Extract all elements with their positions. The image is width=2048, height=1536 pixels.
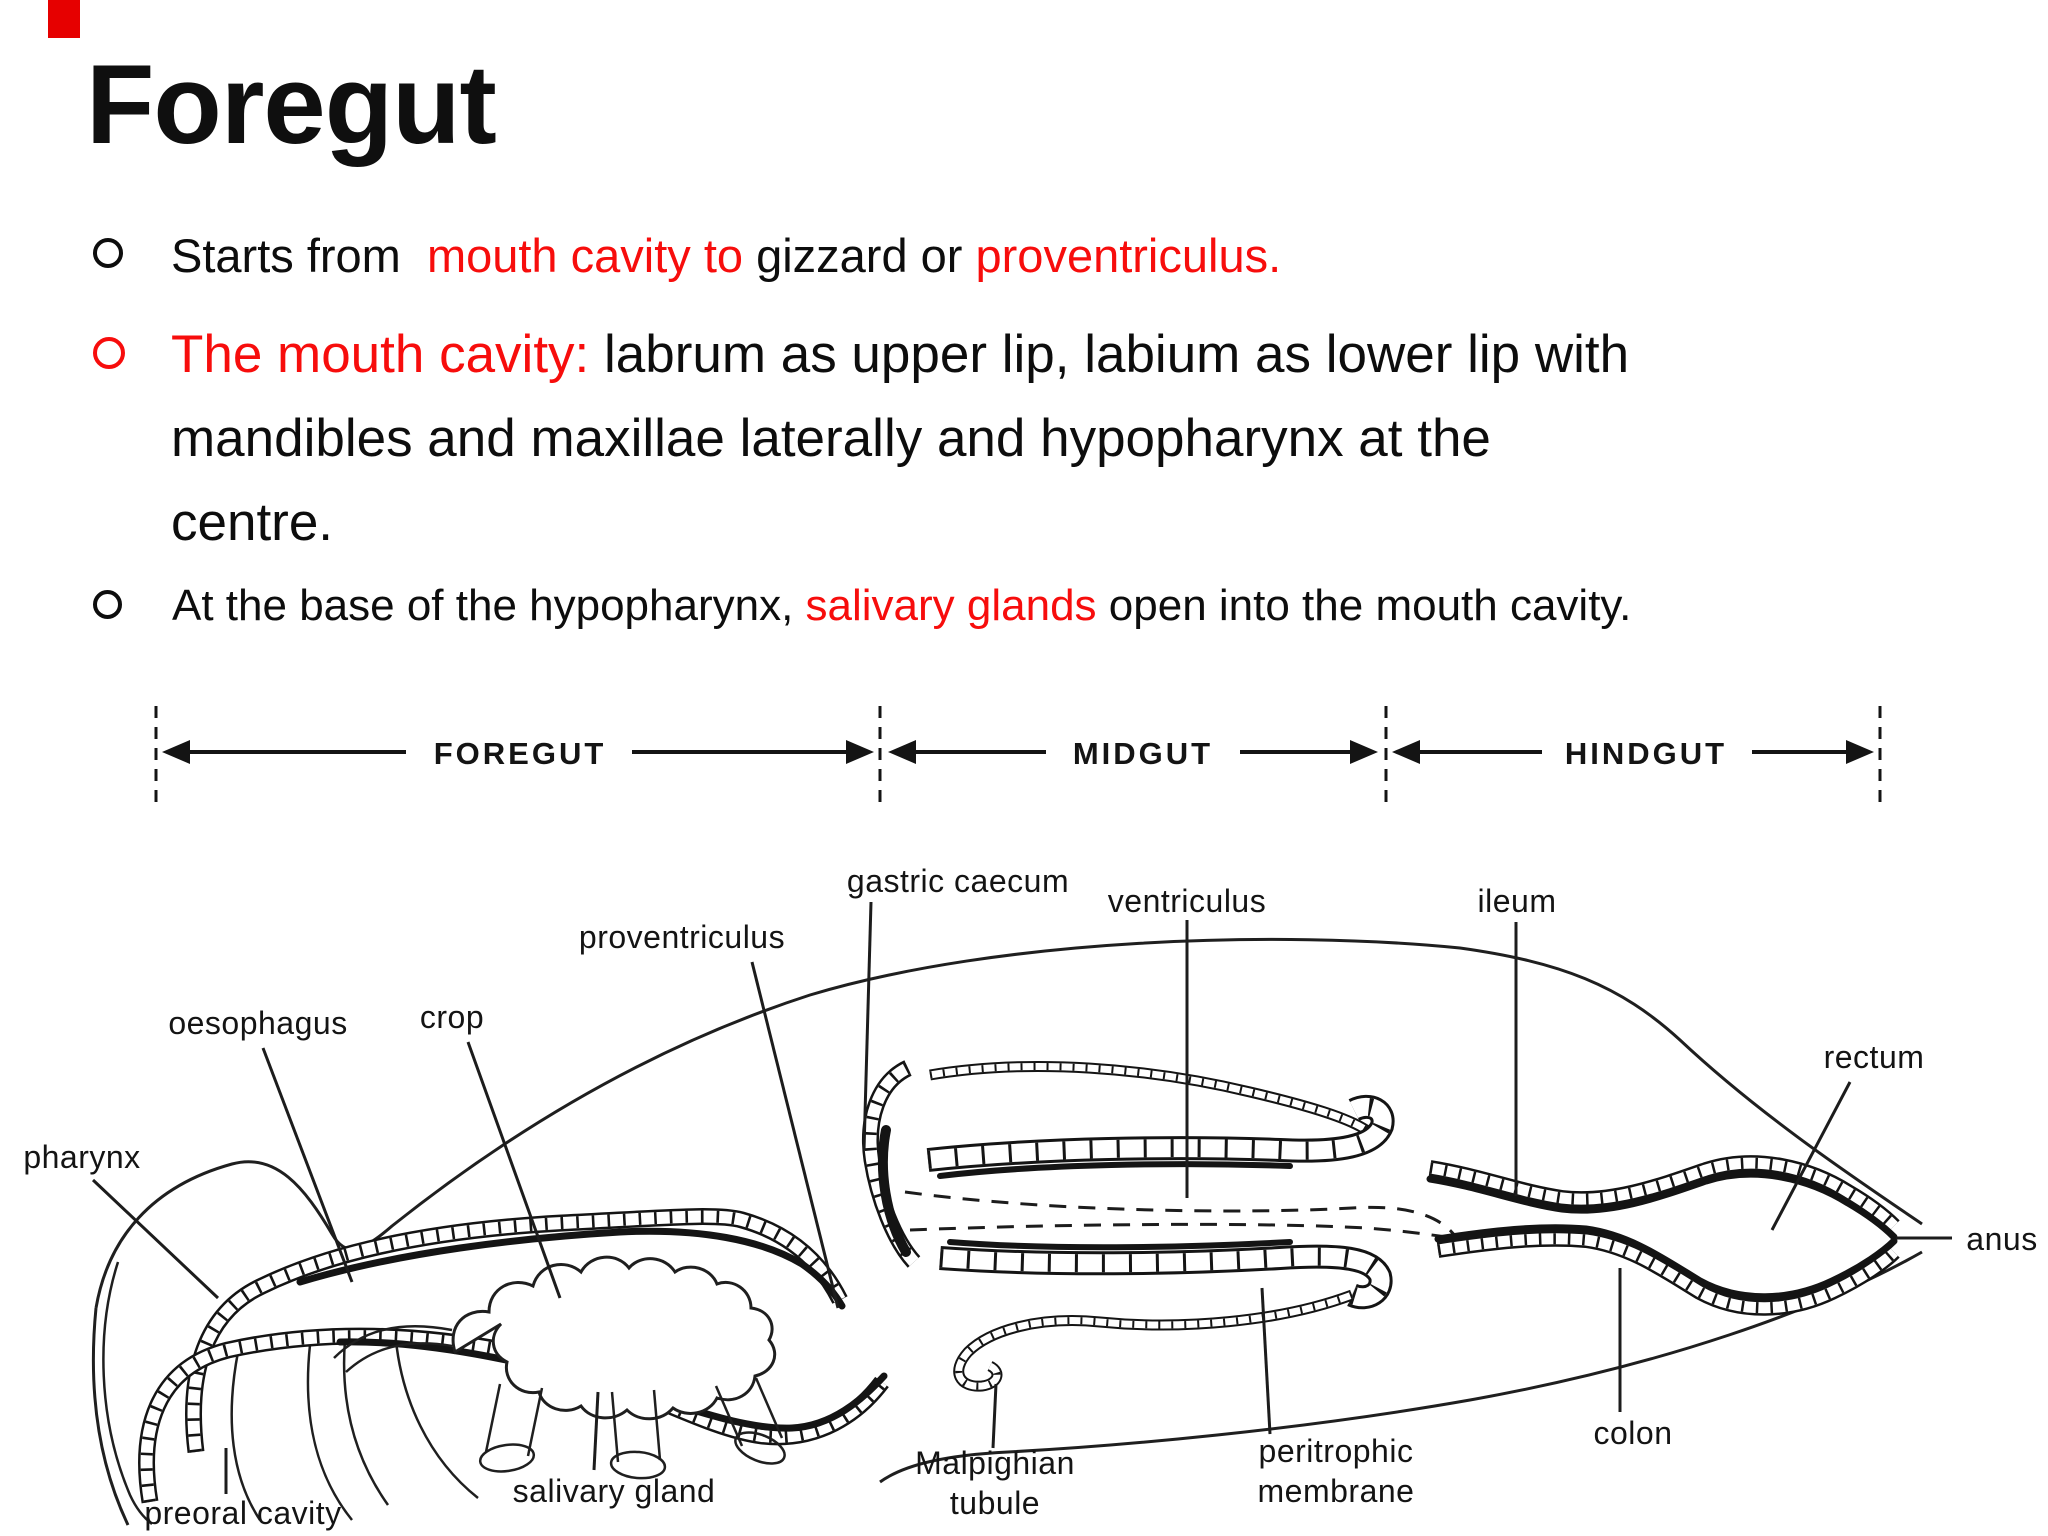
leader-gastric-caecum xyxy=(862,901,873,1151)
bullet-text-segment: proventriculus. xyxy=(975,229,1282,282)
caecum-heavy-line xyxy=(877,1125,911,1257)
bullet-item: At the base of the hypopharynx, salivary… xyxy=(93,581,2048,631)
label-malpighian-tubule-line2: tubule xyxy=(950,1485,1040,1521)
labium-inner xyxy=(342,1339,390,1506)
duct-cylinder xyxy=(714,1377,786,1465)
bullet-marker-icon xyxy=(93,238,123,268)
leader-rectum xyxy=(1770,1081,1852,1231)
ventriculus-heavy-lower xyxy=(947,1239,1293,1251)
page-title: Foregut xyxy=(86,42,497,167)
bullet-text-segment: mouth cavity to xyxy=(426,229,744,282)
label-rectum: rectum xyxy=(1824,1039,1925,1075)
bullet-text-segment: centre. xyxy=(171,493,334,552)
mouthparts xyxy=(102,1261,479,1525)
region-band: FOREGUT MIDGUT HINDGUT xyxy=(154,706,1882,806)
maxilla xyxy=(393,1329,479,1499)
bullet-text-segment: salivary glands xyxy=(805,581,1097,630)
hindgut xyxy=(1430,1163,1894,1308)
foregut-lumen-upper xyxy=(296,1227,846,1310)
salivary-duct xyxy=(345,1342,453,1373)
body-outline-head xyxy=(91,1307,130,1526)
midgut xyxy=(871,1067,1473,1387)
leader-peritrophic-membrane xyxy=(1260,1287,1272,1435)
corner-accent xyxy=(48,0,80,38)
bullet-text: Starts from mouth cavity to gizzard or p… xyxy=(171,228,1281,283)
body-outline-top xyxy=(94,937,1923,1309)
body-outline xyxy=(91,937,1923,1526)
bullet-text-segment: mandibles and maxillae laterally and hyp… xyxy=(171,409,1491,468)
duct-cylinder xyxy=(478,1383,544,1473)
label-anus: anus xyxy=(1966,1221,2037,1257)
label-salivary-gland: salivary gland xyxy=(513,1473,716,1509)
leader-lines xyxy=(91,901,1952,1494)
bullet-text-segment: The mouth cavity: xyxy=(171,325,590,384)
bullet-text: The mouth cavity: labrum as upper lip, l… xyxy=(171,313,1629,565)
bullet-text: At the base of the hypopharynx, salivary… xyxy=(172,581,1631,631)
label-peritrophic-membrane-line1: peritrophic xyxy=(1259,1433,1414,1469)
region-label-midgut: MIDGUT xyxy=(1073,736,1213,771)
hypopharynx xyxy=(230,1351,262,1521)
duct-cylinder xyxy=(609,1389,667,1480)
label-colon: colon xyxy=(1594,1415,1673,1451)
region-label-foregut: FOREGUT xyxy=(434,736,607,771)
bullet-item: Starts from mouth cavity to gizzard or p… xyxy=(93,228,2048,283)
labrum xyxy=(102,1261,153,1525)
ventriculus-heavy-upper xyxy=(937,1161,1293,1179)
bullet-marker-icon xyxy=(93,590,122,619)
bullet-item: The mouth cavity: labrum as upper lip, l… xyxy=(93,313,2048,565)
label-proventriculus: proventriculus xyxy=(579,919,785,955)
bullet-list: Starts from mouth cavity to gizzard or p… xyxy=(0,228,2048,631)
label-ventriculus: ventriculus xyxy=(1108,883,1266,919)
label-malpighian-tubule-line1: Malpighian xyxy=(915,1445,1075,1481)
label-preoral-cavity: preoral cavity xyxy=(144,1495,341,1531)
salivary-gland-blob xyxy=(451,1255,777,1421)
leader-proventriculus xyxy=(750,961,840,1309)
bullet-text-segment: At the base of the hypopharynx, xyxy=(172,581,806,630)
salivary-gland-group xyxy=(333,1255,786,1480)
label-ileum: ileum xyxy=(1478,883,1557,919)
leader-pharynx xyxy=(91,1178,220,1300)
bullet-text-segment: labrum as upper lip, labium as lower lip… xyxy=(589,325,1630,384)
label-crop: crop xyxy=(420,999,484,1035)
region-label-hindgut: HINDGUT xyxy=(1565,736,1727,771)
salivary-duct xyxy=(333,1324,453,1359)
leader-salivary-gland xyxy=(592,1391,600,1471)
bullet-marker-icon xyxy=(93,337,125,369)
label-oesophagus: oesophagus xyxy=(168,1005,347,1041)
peritrophic-membrane-lower xyxy=(909,1222,1473,1242)
part-labels: gastric caecum proventriculus crop oesop… xyxy=(23,863,2037,1531)
bullet-text-segment: open into the mouth cavity. xyxy=(1096,581,1632,630)
leader-oesophagus xyxy=(261,1047,354,1283)
bullet-text-segment: Starts from xyxy=(171,229,427,282)
leader-malpighian-tubule xyxy=(991,1383,998,1449)
label-peritrophic-membrane-line2: membrane xyxy=(1258,1473,1415,1509)
leader-crop xyxy=(466,1041,562,1299)
peritrophic-membrane-upper xyxy=(904,1190,1460,1241)
body-outline-bottom xyxy=(879,1250,1923,1484)
bullet-text-segment: gizzard or xyxy=(743,229,976,282)
labium-outer xyxy=(306,1344,353,1521)
label-pharynx: pharynx xyxy=(23,1139,140,1175)
label-gastric-caecum: gastric caecum xyxy=(847,863,1069,899)
